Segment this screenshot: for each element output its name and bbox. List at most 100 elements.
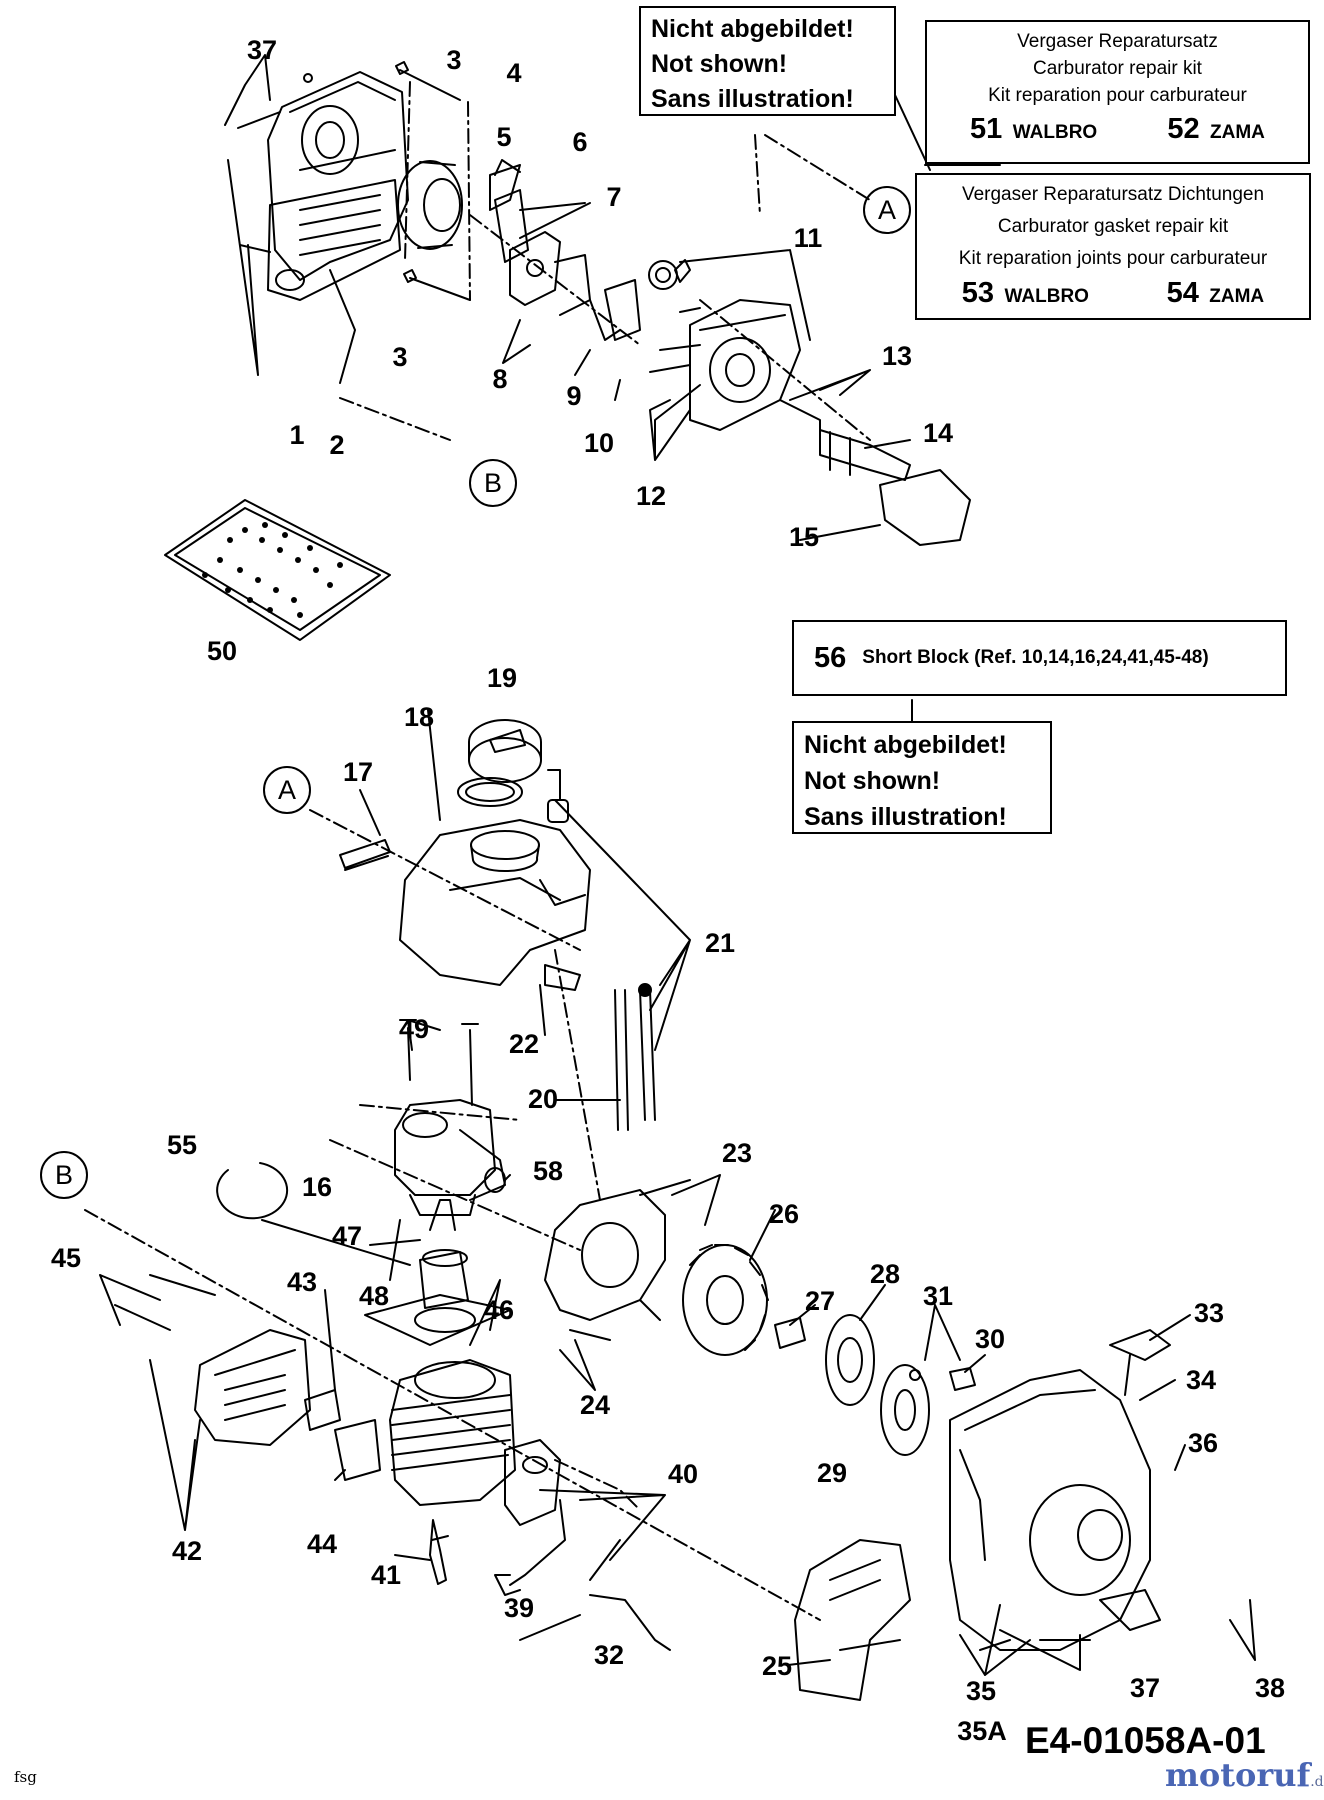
crankshaft-part bbox=[819, 429, 911, 481]
fuel-tank-part bbox=[399, 819, 591, 986]
fuel-cap-part bbox=[457, 719, 542, 807]
carb-kit-line-en: Carburator repair kit bbox=[1033, 58, 1202, 79]
flywheel-cover-part bbox=[544, 1189, 666, 1321]
muffler-part bbox=[194, 1329, 311, 1446]
part-number-19: 19 bbox=[487, 663, 517, 693]
part-number-31: 31 bbox=[923, 1281, 953, 1311]
part-number-35A: 35A bbox=[957, 1716, 1007, 1746]
part-number-44: 44 bbox=[307, 1529, 337, 1559]
part-number-4: 4 bbox=[506, 58, 521, 88]
part-number-20: 20 bbox=[528, 1084, 558, 1114]
gasket-kit-walbro-num: 53 bbox=[961, 277, 995, 309]
part-number-1: 1 bbox=[289, 420, 304, 450]
part-number-3b: 3 bbox=[446, 45, 461, 75]
part-number-48: 48 bbox=[359, 1281, 389, 1311]
hardware-kit-50-part bbox=[164, 499, 391, 641]
part-number-33: 33 bbox=[1194, 1298, 1224, 1328]
part-number-55: 55 bbox=[167, 1130, 197, 1160]
part-number-46: 46 bbox=[484, 1295, 514, 1325]
handle-guard-part bbox=[794, 1539, 911, 1701]
not-shown-top-en: Not shown! bbox=[651, 50, 788, 78]
callout-A-mid-label: A bbox=[278, 775, 296, 805]
starter-housing-part bbox=[949, 1369, 1151, 1651]
part-number-30: 30 bbox=[975, 1324, 1005, 1354]
carb-repair-kit-box: Vergaser Reparatursatz Carburator repair… bbox=[925, 20, 1310, 164]
gasket-kit-walbro-name: WALBRO bbox=[1004, 286, 1089, 307]
drawing-code: E4-01058A-01 bbox=[1025, 1720, 1266, 1761]
part-number-32: 32 bbox=[594, 1640, 624, 1670]
part-number-22: 22 bbox=[509, 1029, 539, 1059]
part-number-43: 43 bbox=[287, 1267, 317, 1297]
not-shown-box-top: Nicht abgebildet! Not shown! Sans illust… bbox=[639, 6, 896, 116]
brand-suffix: .de bbox=[1310, 1774, 1324, 1790]
part-number-36: 36 bbox=[1188, 1428, 1218, 1458]
brand-logo: motoruf.de bbox=[1165, 1756, 1324, 1794]
part-number-28: 28 bbox=[870, 1259, 900, 1289]
part-number-21: 21 bbox=[705, 928, 735, 958]
part-number-11: 11 bbox=[794, 223, 823, 253]
part-number-58: 58 bbox=[533, 1156, 563, 1186]
crankcase-part bbox=[689, 299, 821, 441]
part-number-10: 10 bbox=[584, 428, 614, 458]
carb-kit-zama-name: ZAMA bbox=[1210, 122, 1265, 143]
callout-B-top bbox=[469, 459, 517, 507]
part-number-16: 16 bbox=[302, 1172, 332, 1202]
part-number-27: 27 bbox=[805, 1286, 835, 1316]
air-filter-element-part bbox=[397, 160, 463, 250]
part-number-8: 8 bbox=[492, 364, 507, 394]
part-number-49: 49 bbox=[399, 1014, 429, 1044]
carb-gasket-kit-box: Vergaser Reparatursatz Dichtungen Carbur… bbox=[915, 173, 1311, 320]
part-number-26: 26 bbox=[769, 1199, 799, 1229]
callout-A-top bbox=[863, 186, 911, 234]
part-number-14: 14 bbox=[923, 418, 953, 448]
callout-B-top-label: B bbox=[484, 468, 502, 498]
ignition-coil-part bbox=[494, 1439, 566, 1596]
part-number-25: 25 bbox=[762, 1651, 792, 1681]
not-shown-mid-fr: Sans illustration! bbox=[804, 803, 1007, 831]
carb-kit-walbro-num: 51 bbox=[970, 113, 1003, 145]
footer-mark: fsg bbox=[14, 1768, 37, 1786]
part-number-3a: 3 bbox=[392, 342, 407, 372]
callout-B-mid-label: B bbox=[55, 1160, 73, 1190]
cylinder-head-part bbox=[394, 1099, 506, 1216]
carb-kit-walbro: 51 WALBRO bbox=[970, 113, 1097, 146]
gasket-kit-line-en: Carburator gasket repair kit bbox=[997, 216, 1229, 237]
part-number-15: 15 bbox=[789, 522, 819, 552]
part-number-23: 23 bbox=[722, 1138, 752, 1168]
carb-kit-zama-num: 52 bbox=[1167, 113, 1200, 145]
gasket-kit-line-de: Vergaser Reparatursatz Dichtungen bbox=[961, 184, 1265, 205]
gasket-kit-zama-num: 54 bbox=[1166, 277, 1199, 309]
part-number-18: 18 bbox=[404, 702, 434, 732]
carburetor-part bbox=[494, 189, 641, 341]
not-shown-box-mid: Nicht abgebildet! Not shown! Sans illust… bbox=[792, 721, 1052, 834]
flywheel-part bbox=[682, 1244, 769, 1356]
short-block-num: 56 bbox=[814, 641, 847, 674]
part-number-37b: 37 bbox=[1130, 1673, 1160, 1703]
piston-part bbox=[419, 1199, 469, 1309]
gasket-kit-zama: 54 ZAMA bbox=[1167, 277, 1265, 310]
carb-kit-line-de: Vergaser Reparatursatz bbox=[1017, 31, 1218, 52]
part-number-labels: 1 2 3 3 4 5 6 7 8 9 10 11 12 13 14 15 16… bbox=[51, 35, 1285, 1746]
gasket-kit-line-fr: Kit reparation joints pour carburateur bbox=[958, 248, 1268, 269]
not-shown-mid-en: Not shown! bbox=[804, 767, 941, 795]
part-number-6: 6 bbox=[572, 127, 587, 157]
part-number-34: 34 bbox=[1186, 1365, 1216, 1395]
gasket-15-part bbox=[879, 469, 971, 546]
part-number-12: 12 bbox=[636, 481, 666, 511]
callout-A-top-label: A bbox=[878, 195, 896, 225]
part-number-45: 45 bbox=[51, 1243, 81, 1273]
air-filter-housing-part bbox=[267, 71, 409, 301]
part-number-39: 39 bbox=[504, 1593, 534, 1623]
part-number-7: 7 bbox=[606, 182, 621, 212]
part-number-38: 38 bbox=[1255, 1673, 1285, 1703]
not-shown-mid-de: Nicht abgebildet! bbox=[804, 731, 1007, 759]
cylinder-block-part bbox=[389, 1359, 516, 1506]
not-shown-top-fr: Sans illustration! bbox=[651, 85, 854, 113]
part-number-50: 50 bbox=[207, 636, 237, 666]
part-number-13: 13 bbox=[882, 341, 912, 371]
brand-name: motoruf bbox=[1165, 1756, 1311, 1794]
part-number-9: 9 bbox=[566, 381, 581, 411]
gasket-kit-zama-name: ZAMA bbox=[1209, 286, 1265, 307]
carb-kit-zama: 52 ZAMA bbox=[1167, 113, 1265, 146]
